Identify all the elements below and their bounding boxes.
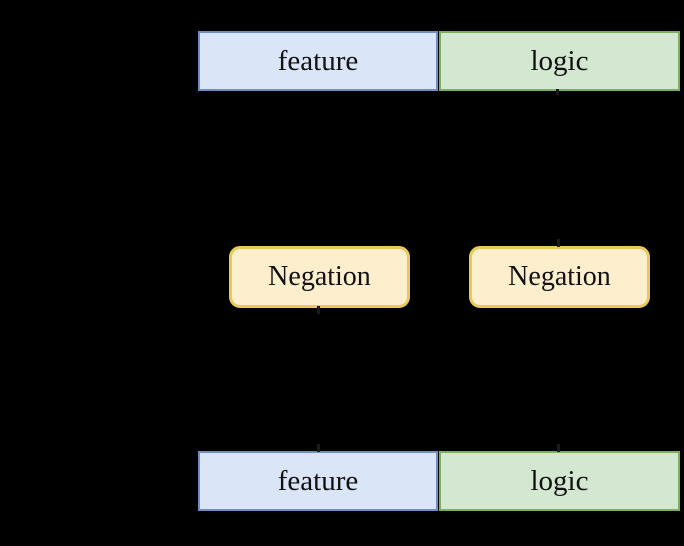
node-logic-bottom[interactable]: logic — [439, 451, 680, 511]
node-feature-bottom[interactable]: feature — [198, 451, 438, 511]
node-negation-right[interactable]: Negation — [469, 246, 650, 308]
node-logic-top-label: logic — [530, 44, 589, 77]
node-negation-left-label: Negation — [268, 261, 371, 292]
node-feature-top-label: feature — [277, 44, 359, 77]
connector-negation-left-bottom-stub — [317, 306, 320, 314]
connector-logic-bottom-stub — [557, 444, 560, 452]
node-feature-top[interactable]: feature — [198, 31, 438, 91]
connector-feature-bottom-stub — [317, 444, 320, 452]
node-negation-left[interactable]: Negation — [229, 246, 410, 308]
connector-negation-right-top-stub — [557, 239, 560, 247]
node-logic-bottom-label: logic — [530, 464, 589, 497]
connector-logic-top-stub — [556, 89, 559, 95]
node-logic-top[interactable]: logic — [439, 31, 680, 91]
node-feature-bottom-label: feature — [277, 464, 359, 497]
node-negation-right-label: Negation — [508, 261, 611, 292]
